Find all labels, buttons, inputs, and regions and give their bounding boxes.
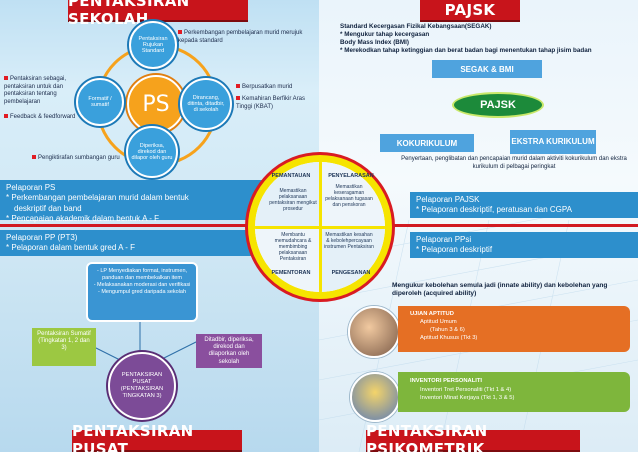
pelaporan-pajsk-box: Pelaporan PAJSK * Pelaporan deskriptif, …	[410, 192, 638, 218]
pelaporan-pajsk-line1: * Pelaporan deskriptif, peratusan dan CG…	[416, 205, 572, 215]
pajsk-intro-1: Standard Kecergasan Fizikal Kebangsaan(S…	[340, 23, 492, 30]
pelaporan-ps-line3: * Pencapaian akademik dalam bentuk A - F	[6, 214, 159, 224]
ps-sat-right: Dirancang, ditinta, ditadbir, di sekolah	[180, 78, 232, 130]
pelaporan-pp-box: Pelaporan PP (PT3) * Pelaporan dalam ben…	[0, 230, 268, 256]
ps-sat-top: Pentaksiran Rujukan Standard	[129, 21, 177, 69]
pajsk-intro-2: * Mengukur tahap kecergasan	[340, 30, 430, 38]
pelaporan-ps-title: Pelaporan PS	[6, 183, 56, 192]
quadrant-head-pementoran: PEMENTORAN	[271, 270, 311, 276]
quadrant-text-pemantauan: Memastikan pelaksanaan pentaksiran mengi…	[269, 188, 317, 212]
students-photo-1	[348, 306, 400, 358]
quadrant-text-pementoran: Membantu memudahcara & membimbing pelaks…	[274, 232, 312, 262]
pelaporan-ps-box: Pelaporan PS * Perkembangan pembelajaran…	[0, 180, 268, 223]
pp-ditadbir-box: Ditadbir, diperiksa, direkod dan dilapor…	[196, 334, 262, 368]
quadrant-head-penyelarasan: PENYELARASAN	[328, 173, 374, 179]
banner-pentaksiran-psikometrik: PENTAKSIRAN PSIKOMETRIK	[366, 422, 580, 452]
pelaporan-ppsi-box: Pelaporan PPsi * Pelaporan deskriptif	[410, 232, 638, 258]
center-circle-inner	[255, 162, 385, 292]
quadrant-text-pengesanan: Memastikan kesahan & kebolehpercayaan in…	[324, 232, 374, 250]
ps-note-left-1: Pentaksiran sebagai, pentaksiran untuk d…	[4, 76, 78, 106]
psi-intro: Mengukur kebolehan semula jadi (innate a…	[392, 282, 608, 298]
psi-inventori-box: INVENTORI PERSONALITI Inventori Tret Per…	[398, 372, 630, 412]
ps-note-top-right: Perkembangan pembelajaran murid merujuk …	[178, 30, 306, 45]
psi-inventori-1: Inventori Tret Personaliti (Tkt 1 & 4)	[420, 386, 512, 393]
students-photo-2	[350, 372, 400, 422]
pelaporan-ppsi-title: Pelaporan PPsi	[416, 235, 472, 244]
banner-pentaksiran-sekolah: PENTAKSIRAN SEKOLAH	[68, 0, 248, 28]
pp-list-2: - Melaksanakan moderasi dan verifikasi	[93, 282, 191, 289]
pajsk-center: PAJSK	[452, 92, 544, 118]
banner-pentaksiran-pusat: PENTAKSIRAN PUSAT	[72, 422, 242, 452]
psi-ujian-2: Aptitud Khusus (Tkt 3)	[420, 335, 478, 342]
psi-ujian-1b: (Tahun 3 & 6)	[430, 327, 465, 334]
pelaporan-pp-title: Pelaporan PP (PT3)	[6, 233, 78, 242]
psi-inventori-2: Inventori Minat Kerjaya (Tkt 1, 3 & 5)	[420, 395, 515, 402]
ps-note-right-1: Berpusatkan murid	[236, 84, 316, 92]
pp-list-box: - LP Menyediakan format, instrumen, pand…	[86, 262, 198, 322]
banner-pajsk: PAJSK	[420, 0, 520, 22]
psi-ujian-title: UJIAN APTITUD	[410, 311, 454, 317]
pajsk-kokurikulum-box: KOKURIKULUM	[380, 134, 474, 152]
pajsk-ekstra-box: EKSTRA KURIKULUM	[510, 130, 596, 154]
pelaporan-pp-line1: * Pelaporan dalam bentuk gred A - F	[6, 243, 135, 253]
pelaporan-pajsk-title: Pelaporan PAJSK	[416, 195, 480, 204]
pajsk-intro: Standard Kecergasan Fizikal Kebangsaan(S…	[340, 23, 636, 54]
quadrant-head-pemantauan: PEMANTAUAN	[271, 173, 311, 179]
quadrant-head-pengesanan: PENGESANAN	[331, 270, 371, 276]
pajsk-note: Penyertaan, penglibatan dan pencapaian m…	[401, 156, 627, 170]
psi-ujian-box: UJIAN APTITUD Aptitud Umum (Tahun 3 & 6)…	[398, 306, 630, 352]
pp-sumatif-box: Pentaksiran Sumatif (Tingkatan 1, 2 dan …	[32, 328, 96, 366]
ps-note-bottom: Pengiktirafan sumbangan guru	[32, 155, 132, 163]
pp-list-1: - LP Menyediakan format, instrumen, pand…	[96, 268, 188, 282]
ps-center: PS	[127, 75, 185, 133]
pajsk-intro-3: Body Mass Index (BMI)	[340, 38, 409, 46]
ps-sat-bottom: Diperiksa, direkod dan dilapor oleh guru	[126, 126, 178, 178]
pp-list-3: - Mengumpul gred daripada sekolah	[97, 289, 187, 296]
psi-inventori-title: INVENTORI PERSONALITI	[410, 378, 483, 384]
ps-note-left-2: Feedback & feedforward	[4, 114, 94, 122]
ps-note-right-2: Kemahiran Berfikir Aras Tinggi (KBAT)	[236, 96, 316, 111]
pp-pusat-circle: PENTAKSIRAN PUSAT (PENTAKSIRAN TINGKATAN…	[108, 352, 176, 420]
pelaporan-ps-line2: deskriptif dan band	[14, 203, 82, 213]
pelaporan-ps-line1: * Perkembangan pembelajaran murid dalam …	[6, 193, 189, 203]
pelaporan-ppsi-line1: * Pelaporan deskriptif	[416, 245, 493, 255]
quadrant-text-penyelarasan: Memastikan keseragaman pelaksanaan tugas…	[325, 184, 373, 208]
pajsk-intro-4: * Merekodkan tahap ketinggian dan berat …	[340, 46, 592, 54]
pajsk-segak-box: SEGAK & BMI	[432, 60, 542, 78]
psi-ujian-1: Aptitud Umum	[420, 319, 457, 326]
